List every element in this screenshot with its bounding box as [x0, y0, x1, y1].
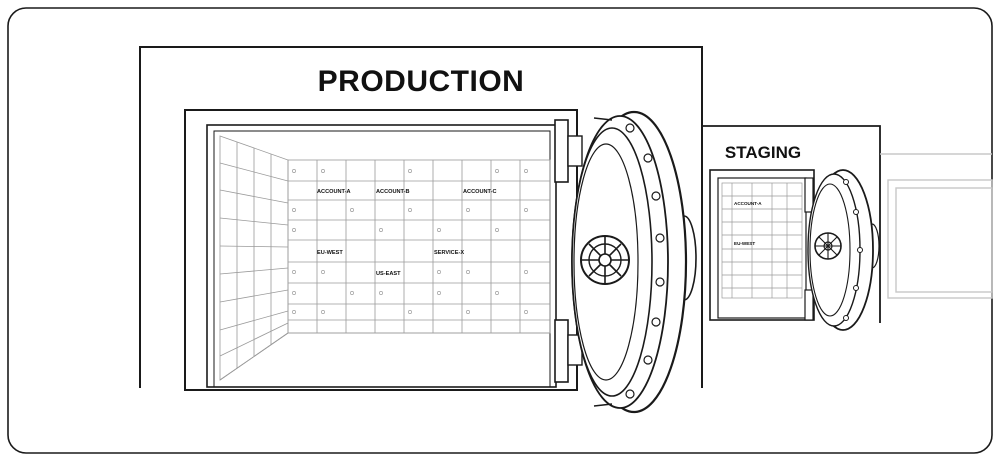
production-hinges [554, 119, 583, 383]
box-label-us-east: US-EAST [376, 271, 401, 277]
staging-boxes [721, 182, 803, 299]
staging-vault-door [807, 169, 880, 331]
staging-hinges [804, 177, 814, 321]
box-label-service-x: SERVICE-X [434, 250, 464, 256]
box-label-account-a: ACCOUNT-A [317, 189, 351, 195]
staging-box-labels: ACCOUNT-A EU-WEST [734, 201, 762, 246]
production-vault-frame [184, 109, 578, 391]
box-label-account-b: ACCOUNT-B [376, 189, 410, 195]
production-title: PRODUCTION [318, 65, 525, 98]
production-vault: PRODUCTION [139, 46, 703, 414]
staging-box-label-account-a: ACCOUNT-A [734, 201, 762, 206]
locking-bolts [625, 123, 665, 399]
box-label-eu-west: EU-WEST [317, 250, 343, 256]
production-back-wall [287, 159, 551, 334]
production-vault-door [571, 110, 697, 414]
third-vault-faded [880, 153, 993, 299]
box-label-account-c: ACCOUNT-C [463, 189, 497, 195]
door-handle-wheel [580, 235, 630, 285]
staging-box-label-eu-west: EU-WEST [734, 241, 755, 246]
production-floor [219, 332, 550, 381]
staging-vault-frame [709, 169, 815, 321]
staging-title: STAGING [725, 143, 801, 162]
staging-vault: STAGING ACCOUNT-A EU-WEST [701, 125, 881, 331]
staging-wall [701, 125, 881, 323]
production-box-labels: ACCOUNT-A ACCOUNT-B ACCOUNT-C EU-WEST SE… [317, 189, 497, 277]
